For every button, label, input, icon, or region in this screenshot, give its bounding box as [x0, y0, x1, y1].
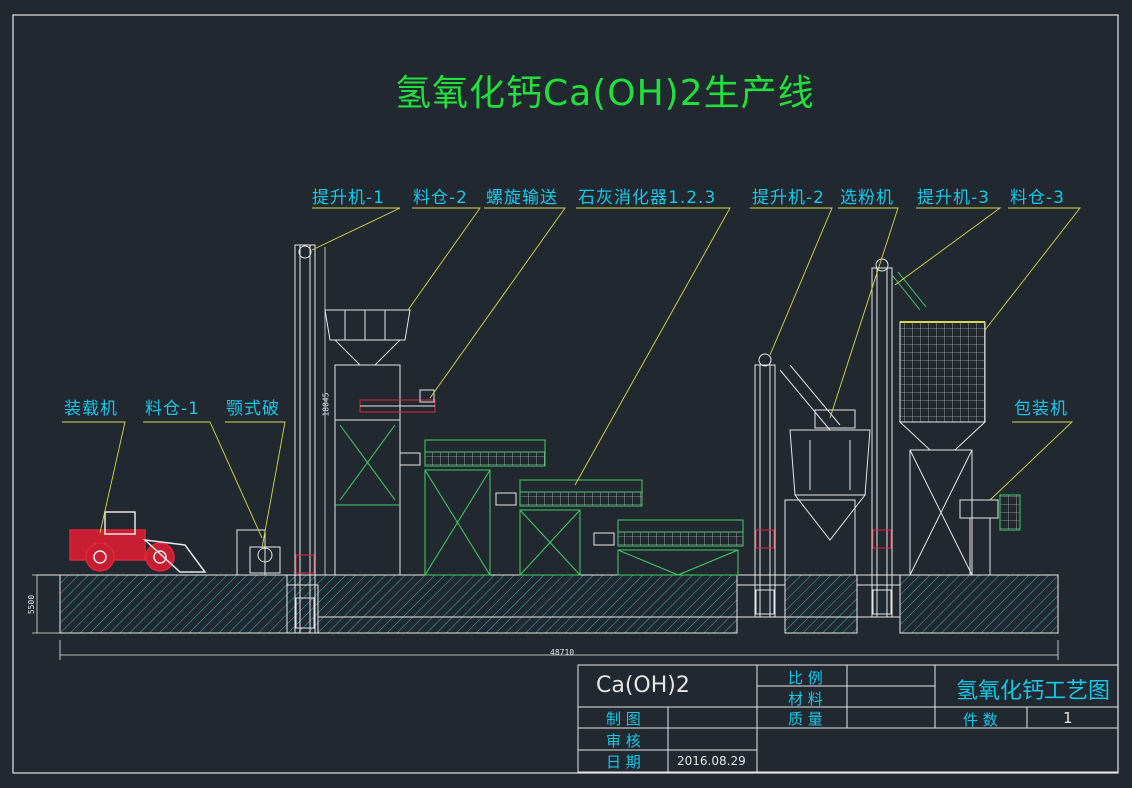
tb-date-label: 日 期	[606, 753, 641, 771]
tb-count-value: 1	[1063, 709, 1073, 727]
lime-slaker-2	[495, 479, 643, 576]
bin-1	[236, 529, 281, 576]
label-bin-2: 料仓-2	[413, 188, 468, 208]
tb-material-label: 材 料	[788, 690, 823, 708]
label-loader: 装载机	[64, 399, 118, 419]
tb-product: Ca(OH)2	[596, 673, 690, 698]
lime-slaker-1	[399, 439, 546, 576]
label-elevator-3: 提升机-3	[917, 188, 990, 208]
label-bin-3: 料仓-3	[1010, 188, 1065, 208]
label-crusher: 颚式破	[226, 399, 280, 419]
tb-check-label: 审 核	[606, 732, 641, 750]
label-bin-1: 料仓-1	[145, 399, 200, 419]
label-lime-slaker: 石灰消化器1.2.3	[578, 188, 717, 208]
label-screw-conveyor: 螺旋输送	[486, 188, 558, 208]
drawing-title: 氢氧化钙Ca(OH)2生产线	[395, 73, 815, 114]
elevator-1	[294, 244, 316, 634]
label-elevator-1: 提升机-1	[312, 188, 385, 208]
label-packing-machine: 包装机	[1014, 399, 1068, 419]
label-classifier: 选粉机	[840, 188, 894, 208]
dimension-pit-depth: 5500	[27, 594, 37, 615]
tb-drawing-name: 氢氧化钙工艺图	[956, 679, 1111, 704]
dimension-elevator-height: 18045	[321, 392, 331, 417]
dimension-total-length: 48710	[550, 648, 575, 657]
leader-lines	[62, 207, 1081, 549]
foundation	[37, 574, 1059, 634]
powder-classifier	[779, 364, 871, 576]
tb-drawn-label: 制 图	[606, 710, 641, 728]
elevator-2	[754, 353, 776, 618]
bin-3	[898, 321, 987, 576]
lime-slaker-3	[593, 519, 744, 576]
packing-machine	[959, 494, 1021, 575]
wheel-loader	[69, 511, 207, 573]
label-elevator-2: 提升机-2	[752, 188, 825, 208]
title-block	[577, 664, 1119, 773]
bin-2	[324, 309, 411, 576]
screw-conveyor	[359, 389, 436, 413]
elevator-3	[871, 258, 927, 618]
tb-scale-label: 比 例	[788, 669, 823, 687]
dimension-lines	[32, 247, 1059, 660]
drawing-frame	[12, 14, 1119, 774]
tb-date-value: 2016.08.29	[677, 754, 746, 768]
tb-weight-label: 质 量	[788, 710, 823, 728]
tb-count-label: 件 数	[963, 711, 998, 729]
